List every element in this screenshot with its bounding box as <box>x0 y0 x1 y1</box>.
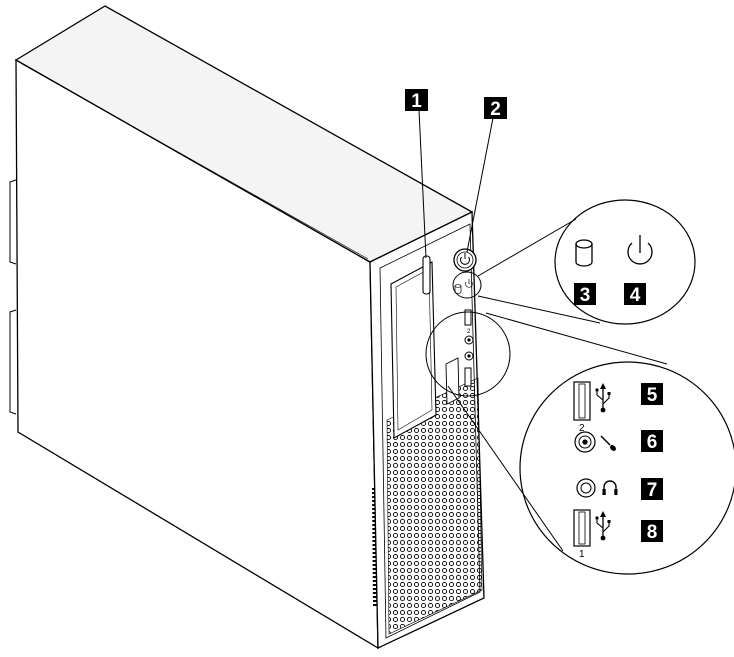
computer-case: 2 <box>9 5 485 650</box>
callout-2-leader <box>466 117 494 253</box>
svg-text:2: 2 <box>490 99 501 120</box>
front-usb-port-1[interactable] <box>464 367 472 387</box>
headphone-jack-enlarged <box>576 478 596 498</box>
power-indicator-icon <box>465 279 473 288</box>
usb-icon <box>595 383 611 413</box>
case-rear-tab <box>9 179 17 265</box>
microphone-jack-enlarged <box>574 431 596 453</box>
callout-3: 3 <box>574 283 596 306</box>
optical-drive-bay-inner <box>395 268 433 431</box>
usb-port-1-enlarged <box>573 509 591 547</box>
callout-1-leader <box>418 109 427 259</box>
svg-text:3: 3 <box>580 285 591 306</box>
usb-port-1-number: 1 <box>579 549 585 560</box>
case-rear-tab <box>9 309 17 415</box>
front-usb-port-2[interactable] <box>464 309 472 326</box>
power-icon <box>460 256 470 265</box>
callout-7: 7 <box>641 478 663 501</box>
front-bezel-border <box>379 223 481 639</box>
front-usb-label: 2 <box>467 329 471 335</box>
usb-port-2-number: 2 <box>579 423 585 434</box>
usb-port-2-enlarged <box>573 381 591 421</box>
power-button-ring <box>456 251 474 269</box>
svg-text:6: 6 <box>647 432 658 453</box>
svg-text:4: 4 <box>630 285 641 306</box>
headphone-icon <box>602 480 618 495</box>
callout-6: 6 <box>641 430 663 453</box>
usb-icon <box>595 511 611 541</box>
svg-text:8: 8 <box>647 522 658 543</box>
callout-5: 5 <box>641 383 663 406</box>
callout-1: 1 <box>405 89 428 112</box>
hdd-activity-enlarged <box>575 239 593 267</box>
optical-drive-bay <box>390 261 437 439</box>
svg-text:7: 7 <box>647 480 658 501</box>
callout-2: 2 <box>484 97 507 120</box>
eject-button[interactable] <box>422 255 431 295</box>
card-reader-slot <box>445 357 460 405</box>
microphone-icon <box>600 435 616 451</box>
case-edge-line <box>21 63 369 260</box>
svg-text:5: 5 <box>647 385 658 406</box>
callout-4: 4 <box>624 283 646 306</box>
callout-8: 8 <box>641 520 663 543</box>
power-indicator-enlarged <box>627 235 653 265</box>
svg-text:1: 1 <box>411 91 422 112</box>
port-detail-circle <box>519 361 734 575</box>
